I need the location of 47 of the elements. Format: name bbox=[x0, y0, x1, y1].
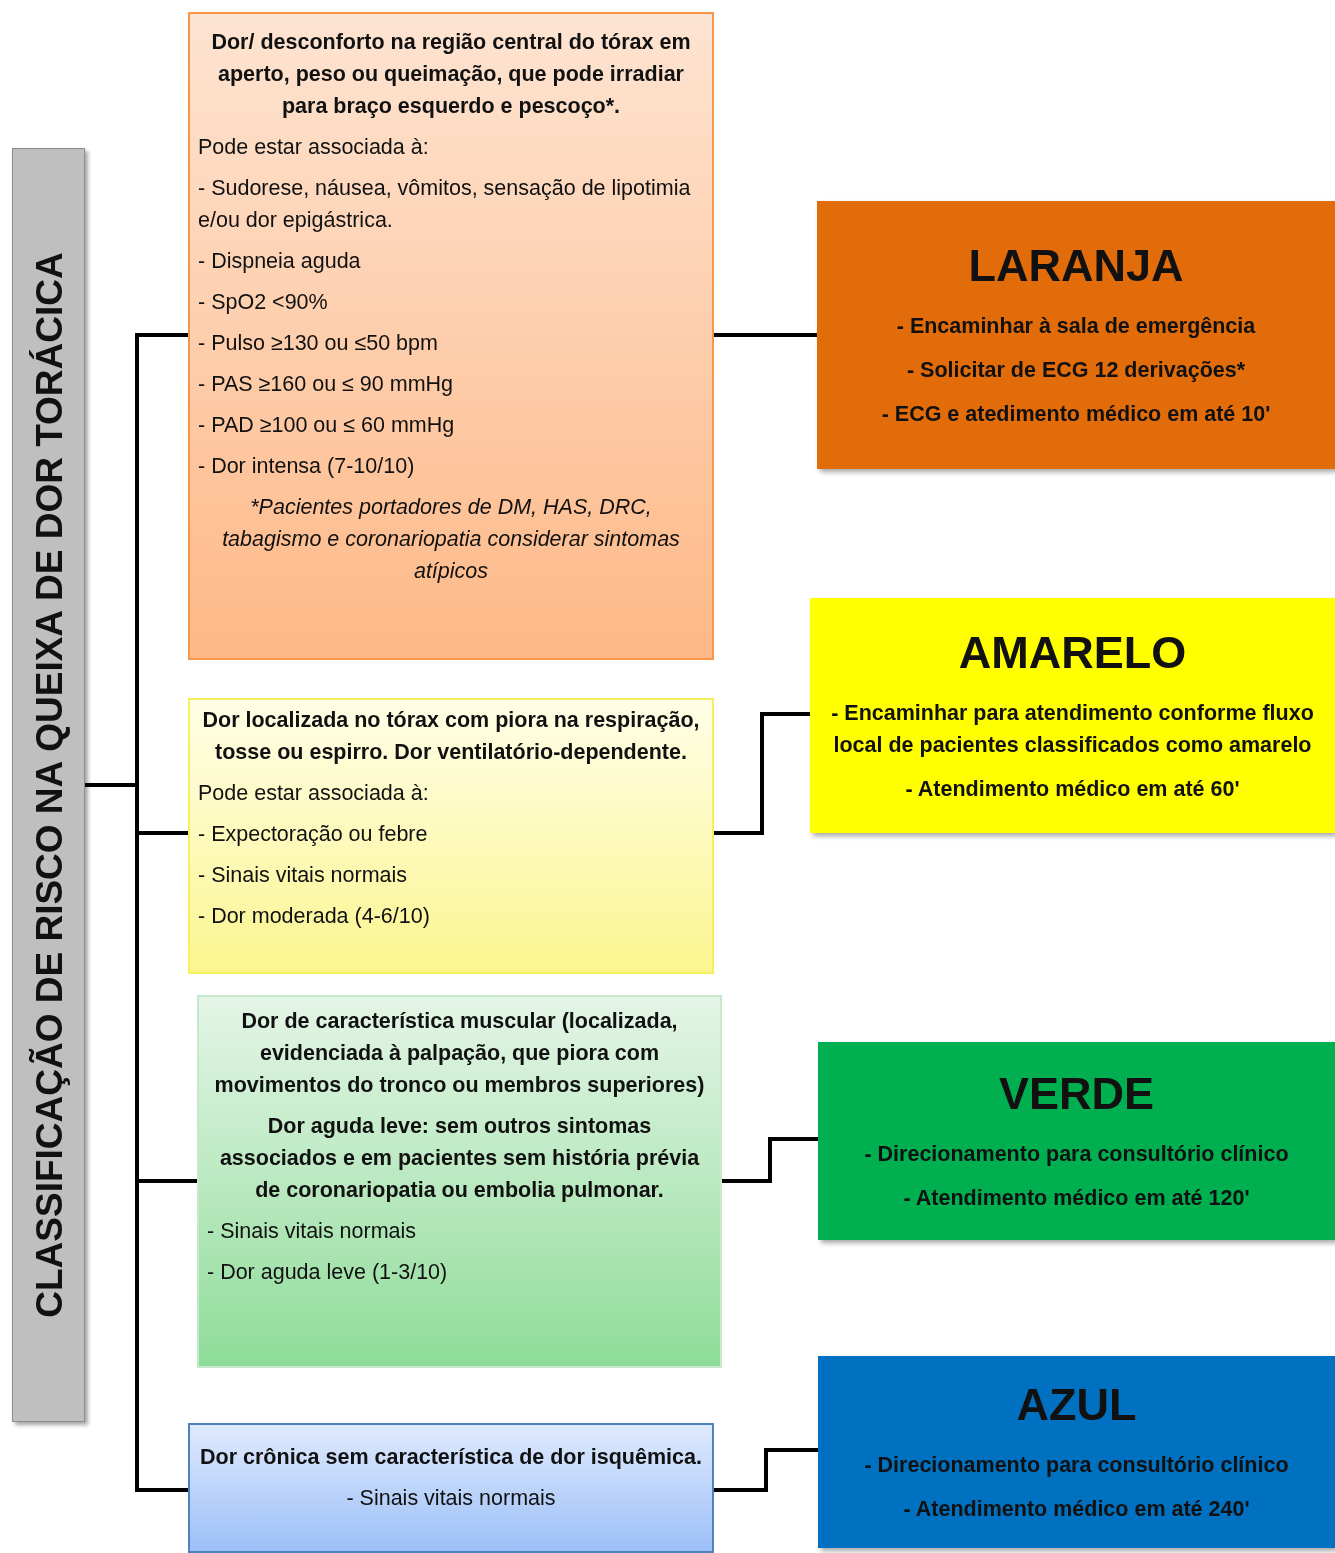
criteria-box bbox=[197, 995, 722, 1368]
criteria-heading: Dor aguda leve: sem outros sintomas associados e em pacientes sem história prévia de coronariopatia ou embolia pulmonar. bbox=[218, 1113, 701, 1204]
criteria-item: - Sudorese, náusea, vômitos, sensação de lipotimia e/ou dor epigástrica. bbox=[197, 175, 692, 234]
priority-action: - Direcionamento para consultório clínico bbox=[864, 1452, 1289, 1479]
priority-box bbox=[817, 201, 1335, 469]
criteria-item: - Dor aguda leve (1-3/10) bbox=[206, 1259, 449, 1286]
priority-action: - ECG e atedimento médico em até 10' bbox=[881, 401, 1271, 428]
priority-title: AZUL bbox=[1016, 1379, 1137, 1431]
criteria-item: Pode estar associada à: bbox=[197, 780, 430, 807]
criteria-heading: Dor/ desconforto na região central do tórax em aperto, peso ou queimação, que pode irradiar para braço esquerdo e pescoço*. bbox=[210, 29, 692, 120]
criteria-item: - Dispneia aguda bbox=[197, 248, 362, 275]
criteria-heading: Dor de característica muscular (localizada, evidenciada à palpação, que piora com movimentos do tronco ou membros superiores) bbox=[213, 1008, 706, 1099]
priority-box bbox=[818, 1356, 1335, 1548]
criteria-box bbox=[188, 1423, 714, 1553]
priority-action: - Solicitar de ECG 12 derivações* bbox=[906, 357, 1246, 384]
priority-title: AMARELO bbox=[958, 626, 1187, 679]
criteria-heading: Dor crônica sem característica de dor isquêmica. bbox=[199, 1444, 703, 1471]
priority-action: - Atendimento médico em até 60' bbox=[905, 775, 1240, 803]
priority-action: - Atendimento médico em até 120' bbox=[903, 1185, 1250, 1212]
connector-line bbox=[714, 1448, 818, 1492]
priority-action: - Encaminhar à sala de emergência bbox=[896, 313, 1256, 340]
priority-title: LARANJA bbox=[968, 240, 1184, 292]
connector-line bbox=[722, 1137, 818, 1183]
connector-line bbox=[714, 333, 817, 337]
priority-action: - Atendimento médico em até 240' bbox=[903, 1496, 1250, 1523]
priority-box bbox=[818, 1042, 1335, 1240]
criteria-item: - SpO2 <90% bbox=[197, 289, 329, 316]
criteria-heading: Dor localizada no tórax com piora na respiração, tosse ou espirro. Dor ventilatório-dependente. bbox=[201, 707, 701, 766]
criteria-item: - Pulso ≥130 ou ≤50 bpm bbox=[197, 330, 439, 357]
priority-action: - Direcionamento para consultório clínico bbox=[864, 1141, 1289, 1168]
footnote: *Pacientes portadores de DM, HAS, DRC, tabagismo e coronariopatia considerar sintomas atípicos bbox=[221, 494, 681, 585]
criteria-box bbox=[188, 12, 714, 660]
criteria-item: - Expectoração ou febre bbox=[197, 821, 429, 848]
criteria-item: - Dor moderada (4-6/10) bbox=[197, 903, 431, 930]
criteria-item: - Sinais vitais normais bbox=[206, 1218, 418, 1245]
priority-title: VERDE bbox=[998, 1068, 1154, 1120]
criteria-box bbox=[188, 698, 714, 974]
criteria-item: - PAD ≥100 ou ≤ 60 mmHg bbox=[197, 412, 456, 439]
criteria-item: Pode estar associada à: bbox=[197, 134, 430, 161]
priority-box bbox=[810, 598, 1335, 833]
connector-line bbox=[714, 712, 810, 835]
criteria-item: - PAS ≥160 ou ≤ 90 mmHg bbox=[197, 371, 455, 398]
criteria-item: - Sinais vitais normais bbox=[197, 862, 409, 889]
criteria-item: - Sinais vitais normais bbox=[345, 1485, 557, 1512]
priority-action: - Encaminhar para atendimento conforme fluxo local de pacientes classificados como amarelo bbox=[830, 699, 1315, 759]
title-box bbox=[12, 148, 85, 1422]
criteria-item: - Dor intensa (7-10/10) bbox=[197, 453, 416, 480]
